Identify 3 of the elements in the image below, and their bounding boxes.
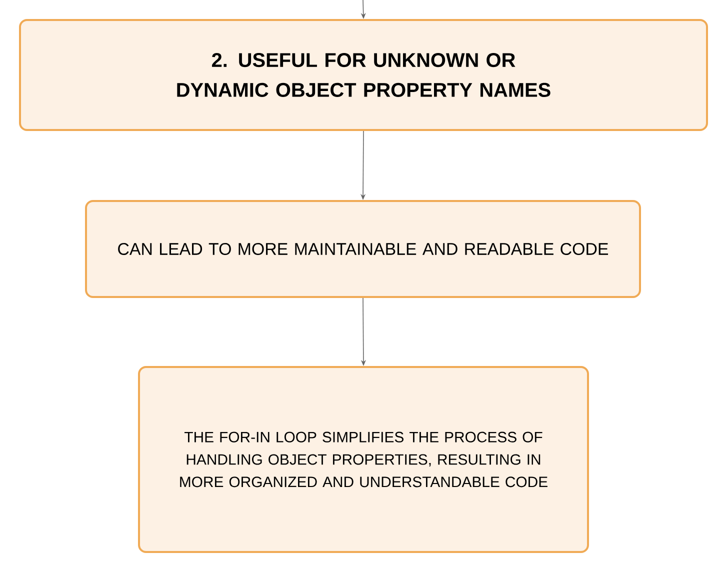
process-box: CAN LEAD TO MORE MAINTAINABLE AND READABLE CODE <box>85 200 641 298</box>
process-box: 2. USEFUL FOR UNKNOWN OR DYNAMIC OBJECT PROPERTY NAMES <box>19 19 708 131</box>
process-box: THE FOR-IN LOOP SIMPLIFIES THE PROCESS OF HANDLING OBJECT PROPERTIES, RESULTING IN MORE ORGANIZED AND UNDERSTANDABLE CODE <box>138 366 589 553</box>
